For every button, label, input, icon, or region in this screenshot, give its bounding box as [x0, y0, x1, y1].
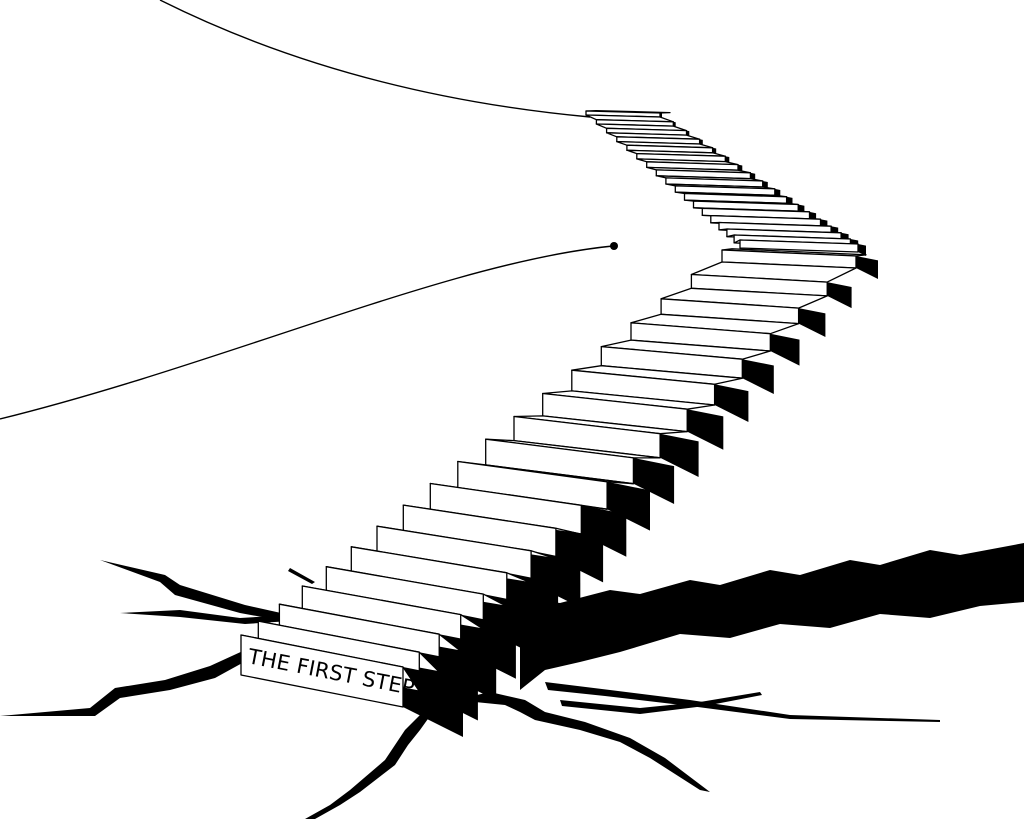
lower-step-side: [856, 256, 878, 279]
lower-step-side: [531, 550, 581, 608]
lower-step-side: [742, 359, 774, 394]
upper-string-line: [159, 0, 591, 118]
lower-string-line: [0, 245, 614, 420]
lower-step-riser: [240, 634, 404, 708]
lower-step-side: [403, 667, 463, 737]
lower-step-side: [770, 333, 800, 366]
staircase: [240, 109, 878, 737]
upper-step-side: [858, 244, 866, 256]
lower-step-side: [827, 282, 852, 309]
ground-cracks: [0, 560, 940, 819]
lower-step-side: [506, 572, 559, 632]
lower-step-side: [607, 481, 650, 531]
stair-shadow: [520, 543, 1024, 690]
lower-step-side: [798, 308, 826, 337]
lower-step-side: [581, 505, 627, 557]
lower-step-side: [714, 384, 749, 422]
upper-step-riser: [739, 239, 859, 253]
lower-step-side: [555, 528, 604, 583]
lower-step-side: [660, 433, 699, 477]
lower-step-side: [687, 409, 724, 450]
lower-step-side: [633, 457, 675, 504]
string-end-dot: [610, 242, 618, 250]
